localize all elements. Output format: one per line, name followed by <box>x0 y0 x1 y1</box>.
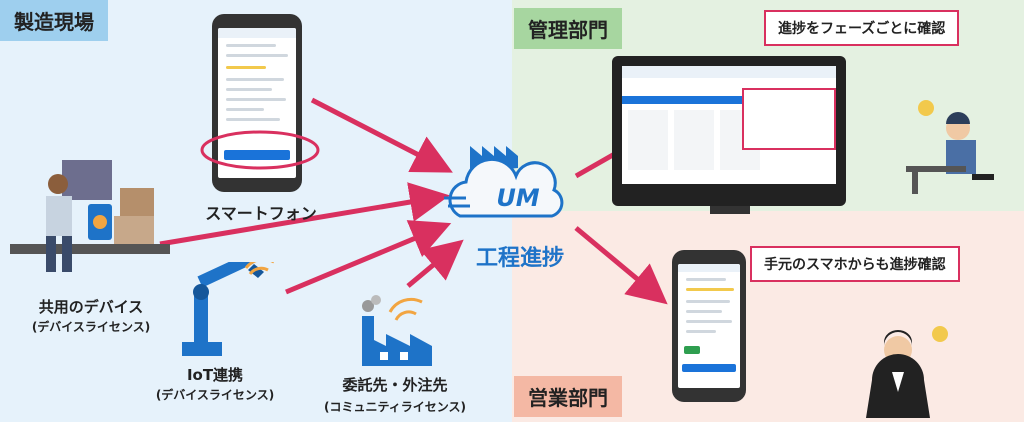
um-cloud-logo <box>444 146 564 218</box>
hub-title: 工程進捗 <box>475 246 564 271</box>
arrow-iot-to-hub <box>285 220 452 295</box>
smartphone-screen <box>218 28 296 178</box>
outsourcing-label: 委託先・外注先 <box>342 376 448 394</box>
shared-device-label: 共用のデバイス <box>38 298 144 316</box>
arrow-hub-to-sales <box>574 226 668 305</box>
arrow-outsourcing-to-hub <box>406 239 464 288</box>
office-worker-illustration <box>906 100 994 194</box>
monitor-screen <box>622 66 836 184</box>
factory-section-title: 製造現場 <box>0 0 108 41</box>
monitor-stand <box>710 206 750 214</box>
robot-arm-icon <box>182 262 274 356</box>
sales-callout: 手元のスマホからも進捗確認 <box>750 246 960 282</box>
sales-smartphone-device <box>672 250 746 402</box>
management-callout: 進捗をフェーズごとに確認 <box>764 10 960 46</box>
outsourcing-license: (コミュニティライセンス) <box>323 400 466 414</box>
iot-label: IoT連携 <box>186 366 244 384</box>
sales-person-illustration <box>866 326 948 418</box>
management-section-title: 管理部門 <box>514 8 622 49</box>
shared-device-license: (デバイスライセンス) <box>31 320 151 334</box>
smartphone-device <box>212 14 302 192</box>
smartphone-highlight <box>200 130 320 170</box>
arrow-shared-device-to-hub <box>159 182 450 247</box>
iot-license: (デバイスライセンス) <box>155 388 275 402</box>
factory-icon <box>362 295 432 366</box>
um-logo-text: UM <box>496 184 540 212</box>
monitor-device <box>612 56 846 206</box>
worker-with-tablet-illustration <box>10 160 170 272</box>
smartphone-label: スマートフォン <box>205 204 317 223</box>
sales-smartphone-screen <box>678 264 740 388</box>
arrow-smartphone-to-hub <box>310 97 453 173</box>
sales-section-title: 営業部門 <box>514 376 622 417</box>
